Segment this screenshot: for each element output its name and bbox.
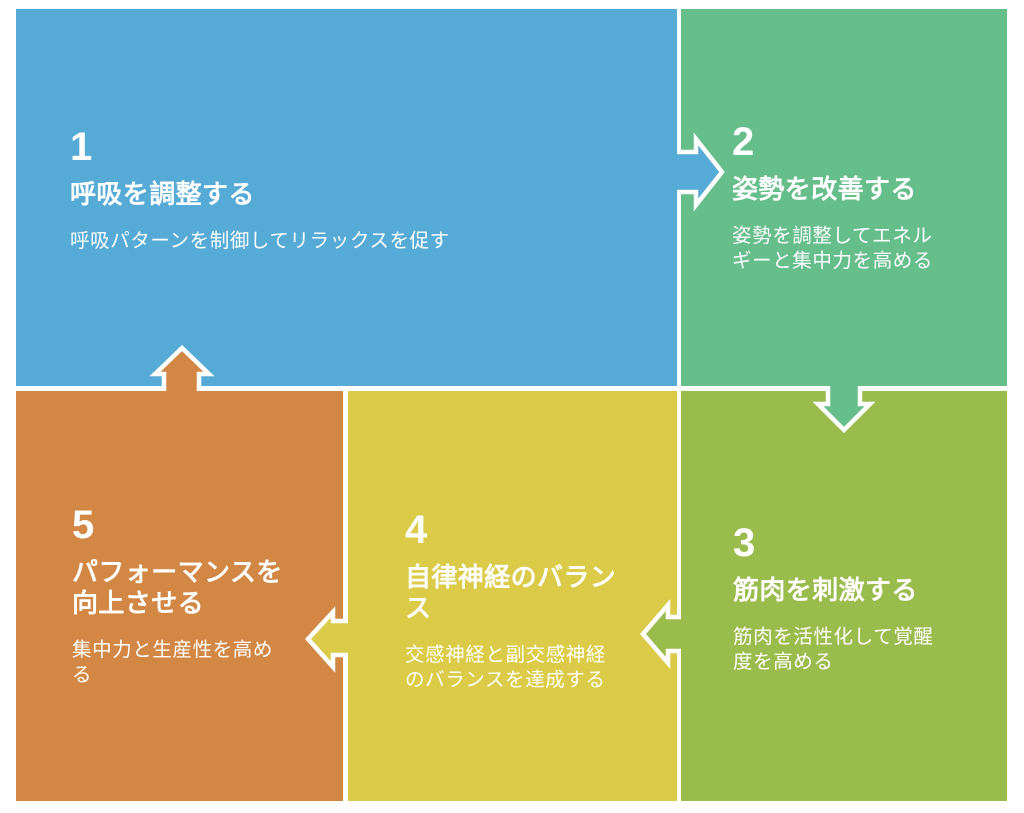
- step-title: 筋肉を刺激する: [733, 575, 918, 605]
- step-number: 3: [733, 521, 756, 565]
- step-content: 2 姿勢を改善する 姿勢を調整してエネル ギーと集中力を高める: [732, 120, 983, 273]
- step-description: 呼吸パターンを制御してリラックスを促す: [70, 230, 450, 252]
- step-title: 姿勢を改善する: [732, 174, 917, 204]
- step-block-5: 5 パフォーマンスを 向上させる 集中力と生産性を高め る: [16, 391, 343, 801]
- step-content: 3 筋肉を刺激する 筋肉を活性化して覚醒 度を高める: [733, 521, 983, 674]
- step-block-4: 4 自律神経のバラン ス 交感神経と副交感神経 のバランスを達成する: [348, 391, 677, 801]
- step-block-2: 2 姿勢を改善する 姿勢を調整してエネル ギーと集中力を高める: [681, 9, 1007, 386]
- step-title: 呼吸を調整する: [70, 179, 255, 209]
- step-content: 4 自律神経のバラン ス 交感神経と副交感神経 のバランスを達成する: [405, 508, 653, 692]
- step-block-1: 1 呼吸を調整する 呼吸パターンを制御してリラックスを促す: [16, 9, 677, 386]
- step-description: 姿勢を調整してエネル ギーと集中力を高める: [732, 225, 934, 272]
- step-title: 自律神経のバラン ス: [405, 562, 617, 623]
- step-number: 1: [70, 125, 93, 169]
- step-description: 交感神経と副交感神経 のバランスを達成する: [405, 644, 607, 691]
- step-description: 集中力と生産性を高め る: [72, 639, 274, 686]
- step-content: 1 呼吸を調整する 呼吸パターンを制御してリラックスを促す: [70, 125, 653, 254]
- step-description: 筋肉を活性化して覚醒 度を高める: [733, 626, 934, 673]
- step-title: パフォーマンスを 向上させる: [72, 557, 283, 618]
- step-number: 5: [72, 503, 95, 547]
- step-number: 4: [405, 508, 428, 552]
- step-number: 2: [732, 120, 755, 164]
- step-content: 5 パフォーマンスを 向上させる 集中力と生産性を高め る: [72, 503, 319, 687]
- step-block-3: 3 筋肉を刺激する 筋肉を活性化して覚醒 度を高める: [681, 391, 1007, 801]
